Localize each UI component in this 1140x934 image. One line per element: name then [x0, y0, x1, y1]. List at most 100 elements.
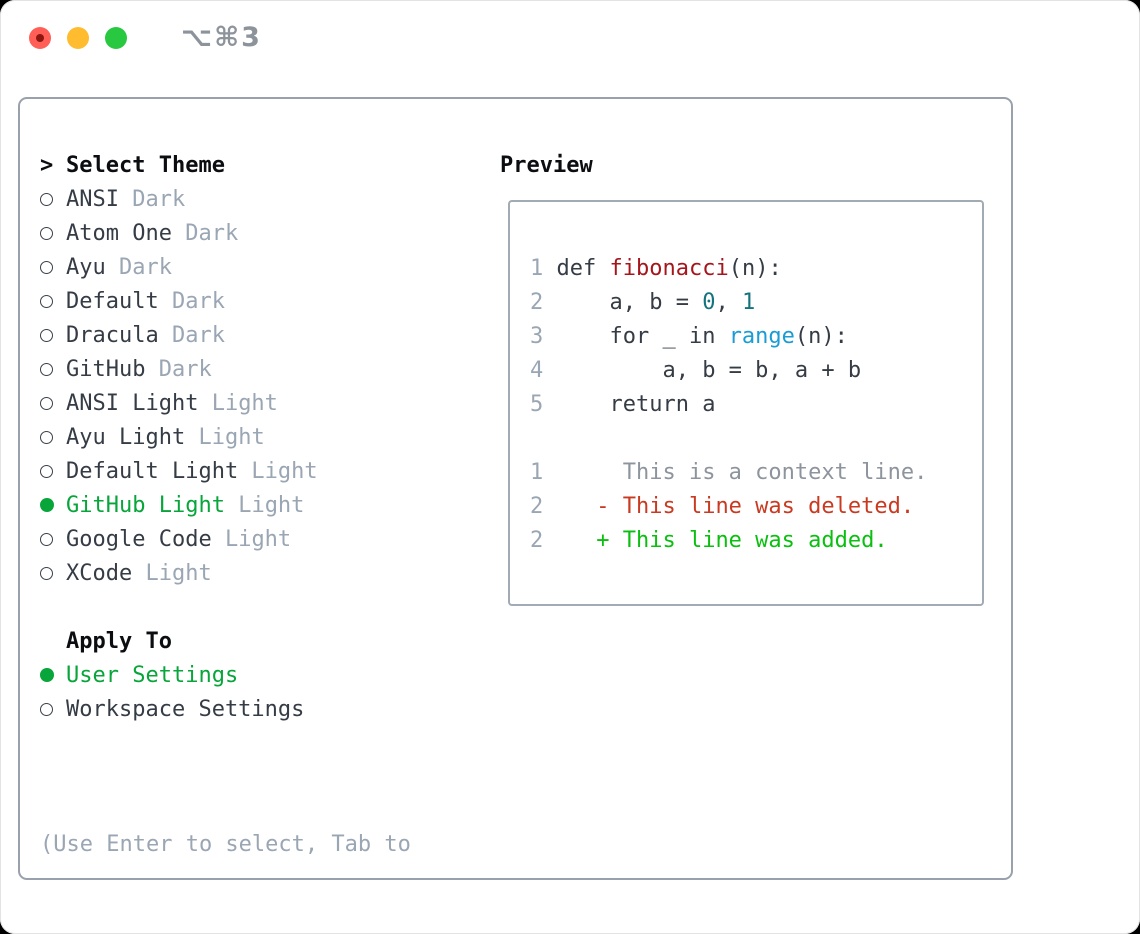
apply-option[interactable]: User Settings	[40, 658, 480, 692]
theme-option[interactable]: Default Light Light	[40, 454, 480, 488]
code-token: return a	[556, 391, 716, 417]
theme-option[interactable]: GitHub Dark	[40, 352, 480, 386]
apply-option[interactable]: Workspace Settings	[40, 692, 480, 726]
radio-icon	[40, 328, 53, 342]
marker	[40, 396, 66, 410]
hint-line-1: (Use Enter to select, Tab to	[40, 832, 411, 857]
apply-option-label: User Settings	[66, 662, 239, 688]
theme-label: Google Code	[66, 526, 212, 552]
line-number: 2	[530, 527, 557, 553]
theme-option[interactable]: Atom One Dark	[40, 216, 480, 250]
code-line: 2 - This line was deleted.	[530, 489, 982, 523]
marker	[40, 226, 66, 240]
prompt-caret-icon: >	[40, 152, 54, 178]
line-number: 5	[530, 391, 557, 417]
radio-icon	[40, 702, 53, 716]
theme-label: Ayu	[66, 254, 106, 280]
radio-icon	[40, 226, 53, 240]
theme-label: GitHub	[66, 356, 146, 382]
theme-option[interactable]: ANSI Light Light	[40, 386, 480, 420]
marker	[40, 464, 66, 478]
theme-option[interactable]: GitHub Light Light	[40, 488, 480, 522]
theme-variant: Dark	[158, 288, 225, 314]
code-line: 1 This is a context line.	[530, 455, 982, 489]
code-token: a, b = b, a + b	[556, 357, 862, 383]
theme-option[interactable]: Default Dark	[40, 284, 480, 318]
marker	[40, 362, 66, 376]
code-token: + This line was added.	[556, 527, 888, 553]
theme-label: Default Light	[66, 458, 239, 484]
radio-icon	[40, 430, 53, 444]
theme-option[interactable]: XCode Light	[40, 556, 480, 590]
theme-variant: Light	[224, 492, 305, 518]
code-token: (n):	[728, 255, 782, 281]
marker	[40, 260, 66, 274]
theme-option[interactable]: Dracula Dark	[40, 318, 480, 352]
code-token: a, b =	[556, 289, 703, 315]
radio-icon	[40, 192, 53, 206]
marker	[40, 702, 66, 716]
apply-option-label: Workspace Settings	[66, 696, 305, 722]
line-number: 1	[530, 255, 557, 281]
line-number: 1	[530, 459, 557, 485]
theme-label: XCode	[66, 560, 133, 586]
minimize-button[interactable]	[67, 26, 89, 49]
hint-line-2: change focus)	[40, 930, 480, 934]
code-line: 3 for _ in range(n):	[530, 319, 982, 353]
theme-label: GitHub Light	[66, 492, 225, 518]
hint-text: (Use Enter to select, Tab to change focu…	[40, 760, 480, 934]
close-button[interactable]	[29, 26, 51, 49]
code-line	[530, 421, 982, 455]
marker	[40, 532, 66, 546]
theme-label: Atom One	[66, 220, 172, 246]
code-token: (n):	[794, 323, 848, 349]
radio-icon	[40, 566, 53, 580]
code-line: 2 + This line was added.	[530, 523, 982, 557]
code-token: 1	[741, 289, 756, 315]
apply-to-header: Apply To	[66, 628, 172, 654]
theme-variant: Dark	[145, 356, 212, 382]
theme-variant: Light	[198, 390, 278, 416]
line-number: 3	[530, 323, 557, 349]
theme-variant: Light	[185, 424, 265, 450]
theme-variant: Dark	[105, 254, 172, 280]
select-theme-header-row: > Select Theme	[40, 148, 480, 182]
code-token: ,	[715, 289, 742, 315]
select-theme-header: Select Theme	[66, 152, 225, 178]
radio-icon	[40, 294, 53, 308]
marker	[40, 668, 66, 682]
theme-variant: Light	[211, 526, 292, 552]
code-token: 0	[702, 289, 716, 315]
theme-option[interactable]: Ayu Dark	[40, 250, 480, 284]
theme-option[interactable]: Google Code Light	[40, 522, 480, 556]
marker	[40, 294, 66, 308]
theme-variant: Dark	[171, 220, 239, 246]
code-line: 5 return a	[530, 387, 982, 421]
theme-option[interactable]: Ayu Light Light	[40, 420, 480, 454]
marker	[40, 566, 66, 580]
radio-icon	[40, 464, 53, 478]
radio-icon	[40, 396, 53, 410]
radio-icon	[40, 362, 53, 376]
theme-option[interactable]: ANSI Dark	[40, 182, 480, 216]
spacer	[40, 590, 480, 624]
code-line: 2 a, b = 0, 1	[530, 285, 982, 319]
code-line: 4 a, b = b, a + b	[530, 353, 982, 387]
line-number: 4	[530, 357, 557, 383]
selected-radio-icon	[40, 668, 54, 682]
theme-label: Ayu Light	[66, 424, 186, 450]
zoom-button[interactable]	[105, 26, 127, 49]
marker	[40, 498, 66, 512]
theme-label: Dracula	[66, 322, 159, 348]
theme-variant: Dark	[118, 186, 186, 212]
code-token: range	[728, 323, 795, 349]
apply-to-header-row: Apply To	[40, 624, 480, 658]
preview-pane: Preview 1 def fibonacci(n):2 a, b = 0, 1…	[480, 99, 1011, 878]
preview-header-row: Preview	[500, 148, 1011, 182]
